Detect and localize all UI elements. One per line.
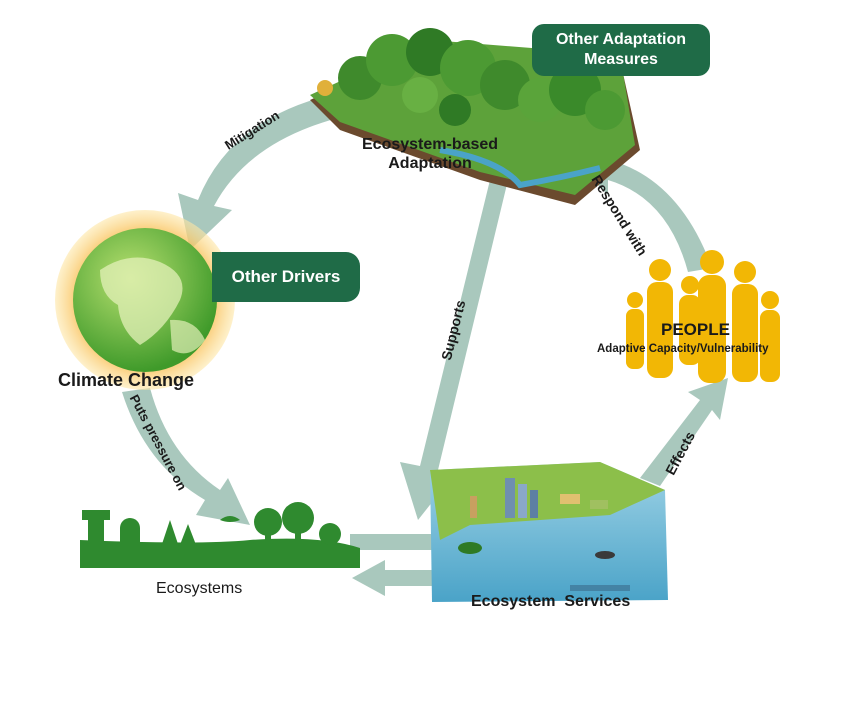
node-ecosystem-services: Ecosystem Services bbox=[471, 593, 631, 610]
node-other-adaptation-measures: Other Adaptation Measures bbox=[532, 24, 710, 76]
other-adaptation-line2: Measures bbox=[584, 51, 658, 68]
ecosystems-illustration bbox=[80, 502, 360, 568]
arrow-effects bbox=[640, 378, 728, 486]
eba-line2: Adaptation bbox=[388, 155, 472, 172]
eba-line1: Ecosystem-based bbox=[362, 136, 499, 153]
arrow-puts-pressure bbox=[122, 388, 250, 525]
other-drivers-label: Other Drivers bbox=[231, 267, 341, 286]
node-other-drivers: Other Drivers bbox=[212, 252, 360, 302]
node-ecosystems: Ecosystems bbox=[156, 580, 243, 597]
other-adaptation-line1: Other Adaptation bbox=[555, 31, 687, 48]
ecosystem-services-illustration bbox=[430, 462, 668, 602]
arrow-supports bbox=[400, 180, 508, 520]
arrow-services-to-eco bbox=[352, 560, 450, 596]
node-people-title: PEOPLE bbox=[661, 320, 730, 339]
forest-illustration bbox=[310, 28, 640, 205]
node-ecosystem-based-adaptation: Ecosystem-based Adaptation bbox=[362, 135, 498, 173]
node-people-subtitle: Adaptive Capacity/Vulnerability bbox=[597, 343, 769, 355]
node-climate-change: Climate Change bbox=[58, 370, 195, 390]
arrow-mitigation bbox=[178, 95, 338, 250]
people-illustration bbox=[626, 250, 780, 383]
globe-illustration bbox=[55, 210, 235, 390]
